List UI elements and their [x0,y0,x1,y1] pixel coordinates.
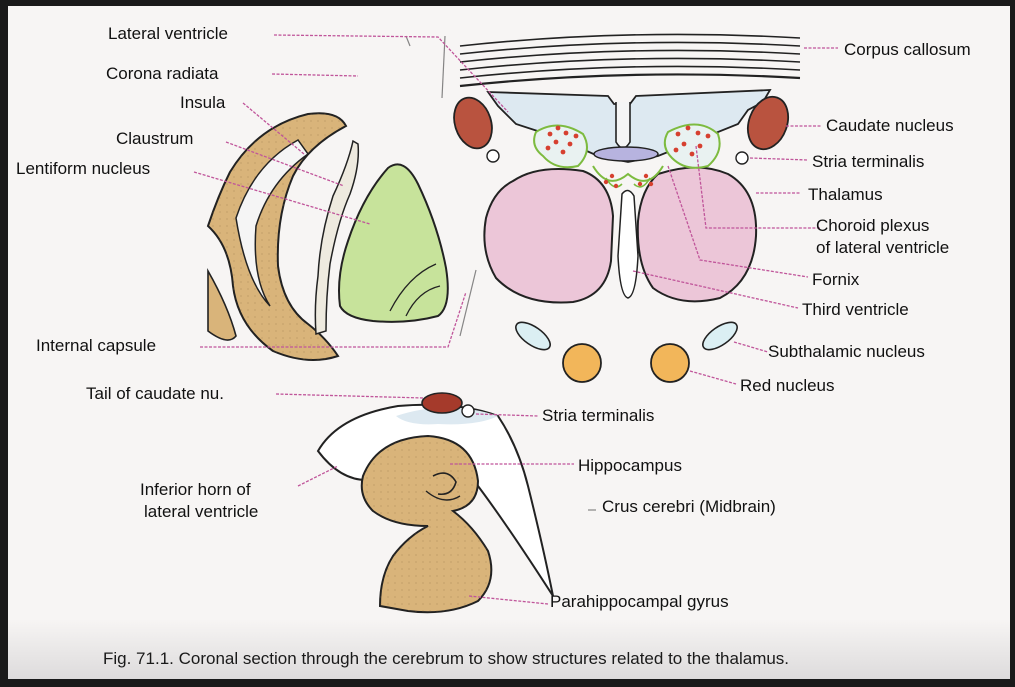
tail-of-caudate-nucleus [422,393,462,413]
caudate-nucleus-left [448,93,498,154]
label-lateral-ventricle: Lateral ventricle [108,24,228,44]
label-stria-terminalis-upper: Stria terminalis [812,152,924,172]
stria-terminalis-right [736,152,748,164]
label-internal-capsule: Internal capsule [36,336,156,356]
label-parahippocampal-gyrus: Parahippocampal gyrus [550,592,729,612]
label-claustrum: Claustrum [116,129,193,149]
label-insula: Insula [180,93,225,113]
choroid-plexus-right [665,124,720,167]
choroid-plexus-left [534,125,587,167]
label-hippocampus: Hippocampus [578,456,682,476]
red-nucleus-left [563,344,601,382]
figure-caption: Fig. 71.1. Coronal section through the c… [103,649,789,669]
label-crus-cerebri: Crus cerebri (Midbrain) [602,497,776,517]
label-red-nucleus: Red nucleus [740,376,835,396]
label-third-ventricle: Third ventricle [802,300,909,320]
label-fornix: Fornix [812,270,859,290]
fornix [594,147,658,161]
label-inferior-horn-line2: lateral ventricle [144,502,258,522]
label-tail-of-caudate: Tail of caudate nu. [86,384,224,404]
figure-page: Lateral ventricle Corona radiata Insula … [8,6,1010,679]
label-corpus-callosum: Corpus callosum [844,40,971,60]
lentiform-nucleus [339,164,448,321]
third-ventricle [618,190,638,298]
red-nucleus-right [651,344,689,382]
label-lentiform-nucleus: Lentiform nucleus [16,159,150,179]
label-thalamus: Thalamus [808,185,883,205]
label-subthalamic-nucleus: Subthalamic nucleus [768,342,925,362]
label-stria-terminalis-lower: Stria terminalis [542,406,654,426]
stria-terminalis-left [487,150,499,162]
label-choroid-plexus-line2: of lateral ventricle [816,238,949,258]
stria-terminalis-lower [462,405,474,417]
thalamus-right [638,168,756,302]
label-corona-radiata: Corona radiata [106,64,218,84]
label-choroid-plexus-line1: Choroid plexus [816,216,929,236]
label-caudate-nucleus: Caudate nucleus [826,116,954,136]
thalamus-left [484,169,613,303]
label-inferior-horn-line1: Inferior horn of [140,480,251,500]
corpus-callosum [460,34,800,86]
subthalamic-nucleus-left [511,317,554,355]
subthalamic-nucleus-right [698,317,741,355]
